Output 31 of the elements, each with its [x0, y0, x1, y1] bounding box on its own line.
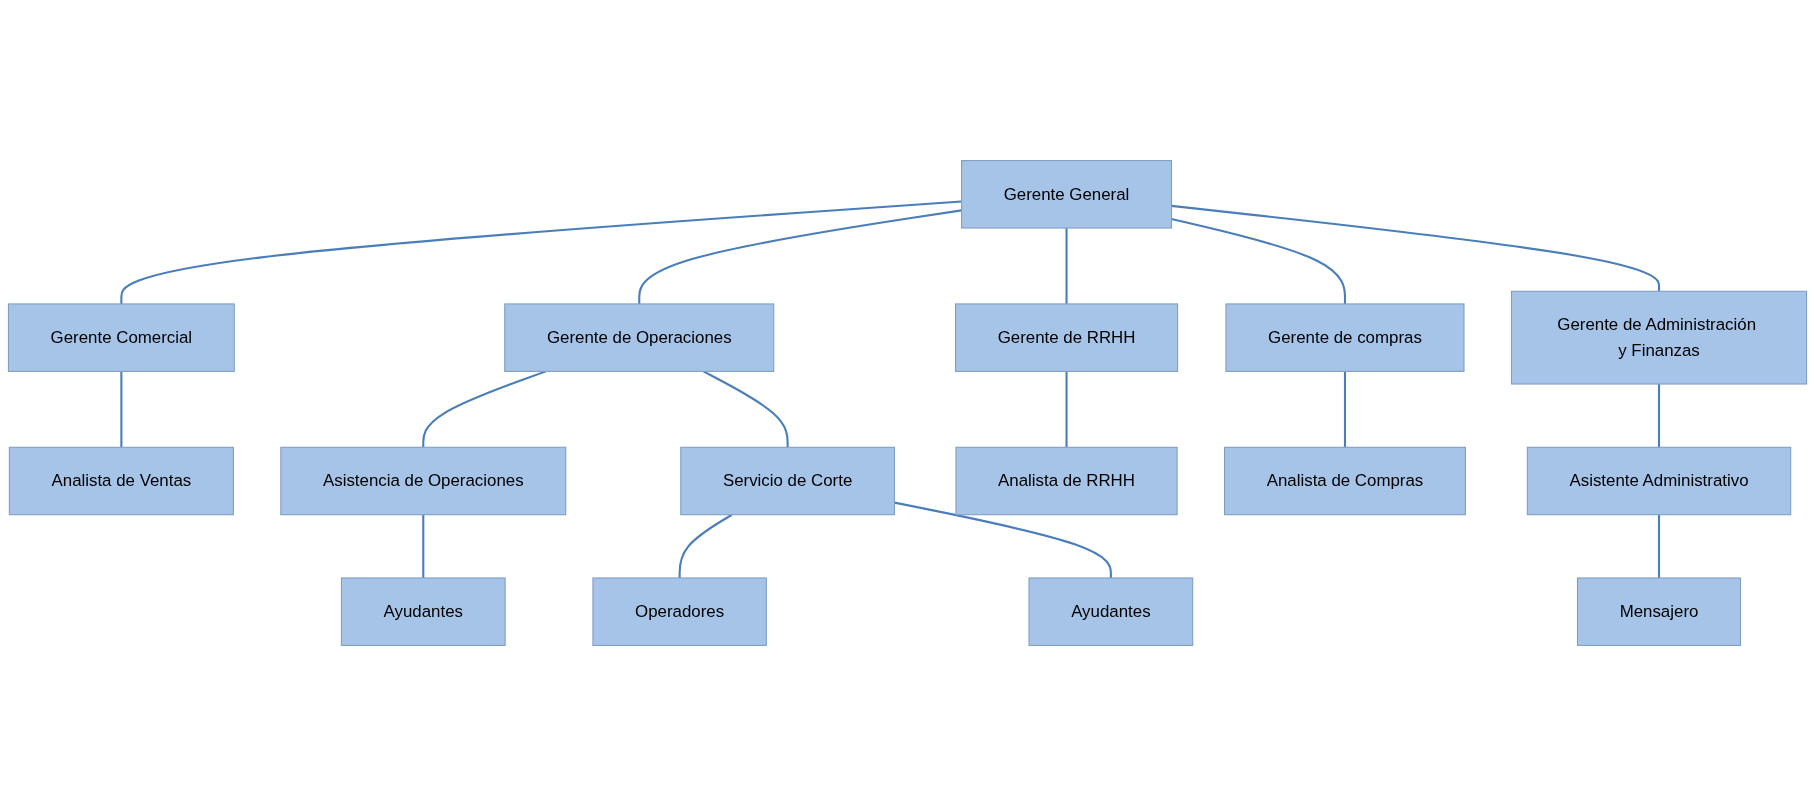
connector: [702, 370, 789, 448]
node-box: Ayudantes: [1028, 577, 1194, 646]
connector: [1657, 514, 1661, 578]
connector: [1065, 371, 1068, 448]
connector: [1657, 384, 1661, 448]
connector: [422, 514, 425, 578]
node-box: Ayudantes: [340, 577, 506, 646]
node-box: Servicio de Corte: [680, 446, 895, 516]
node-box: Analista de RRHH: [955, 446, 1178, 516]
node-box: Gerente General: [961, 160, 1173, 229]
connector: [1065, 228, 1068, 304]
connector: [422, 370, 547, 448]
node-box: Analista de Ventas: [8, 446, 234, 516]
node-box: Gerente Comercial: [7, 303, 235, 372]
node-box: Asistencia de Operaciones: [280, 446, 567, 516]
connector: [120, 371, 123, 448]
node-box: Asistente Administrativo: [1526, 446, 1792, 516]
node-box: Gerente de Operaciones: [504, 303, 775, 372]
connector: [894, 501, 1112, 578]
connector: [678, 513, 733, 578]
node-box: Analista de Compras: [1224, 446, 1466, 516]
node-box: Gerente de Administración y Finanzas: [1510, 290, 1808, 385]
node-box: Mensajero: [1576, 577, 1742, 646]
connector: [1171, 204, 1661, 292]
node-box: Gerente de compras: [1225, 303, 1465, 372]
connector: [120, 200, 962, 304]
node-box: Operadores: [592, 577, 767, 646]
connector: [638, 209, 962, 304]
connector: [1171, 217, 1347, 304]
node-box: Gerente de RRHH: [954, 303, 1179, 372]
connector: [1343, 371, 1347, 448]
